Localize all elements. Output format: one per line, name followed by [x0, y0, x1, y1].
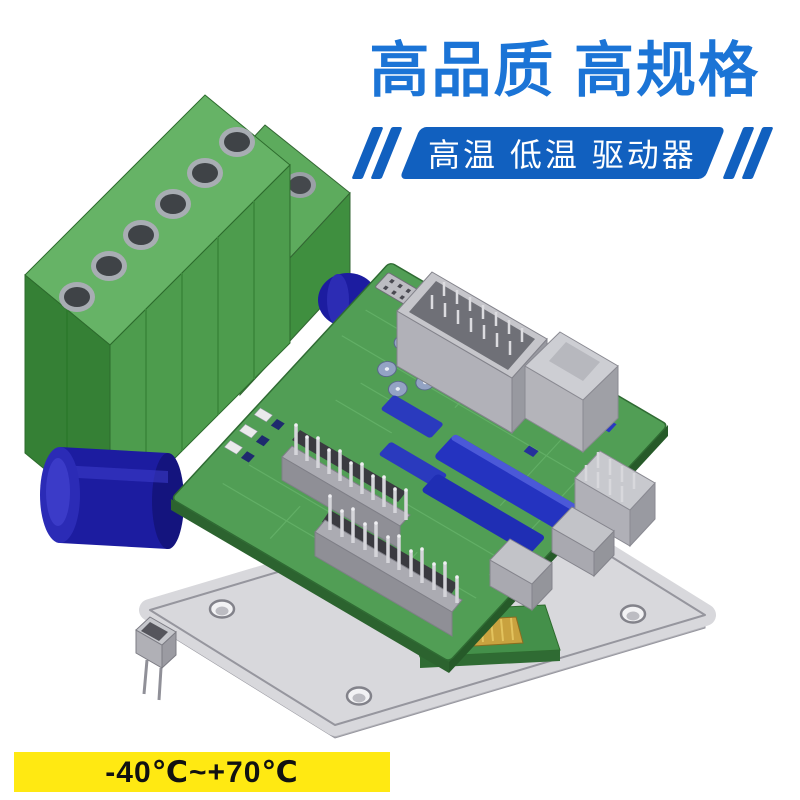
pin-header-row-a	[281, 423, 411, 550]
two-pin-component	[135, 616, 177, 701]
temperature-badge: -40℃~+70℃	[14, 752, 390, 792]
capacitor-large	[40, 447, 184, 549]
banner-label: 高温 低温 驱动器	[428, 137, 697, 173]
pins	[294, 425, 408, 520]
banner: 高温 低温 驱动器	[351, 127, 774, 179]
pin-header-row-b	[314, 494, 463, 637]
small-connector-b	[551, 506, 615, 578]
blue-ic-bars	[379, 395, 582, 554]
pins	[584, 452, 636, 502]
pins	[328, 496, 459, 603]
header-pins	[430, 282, 524, 355]
connector-right	[574, 450, 656, 548]
box-connector-top-right	[524, 331, 619, 454]
terminal-holes	[59, 127, 255, 312]
smd-pads	[223, 407, 285, 463]
small-connector-a	[489, 538, 553, 612]
shrouded-header-connector	[396, 271, 548, 435]
terminal-block	[24, 94, 351, 525]
banner-pill: 高温 低温 驱动器	[399, 127, 726, 179]
headline: 高品质 高规格	[369, 37, 760, 104]
